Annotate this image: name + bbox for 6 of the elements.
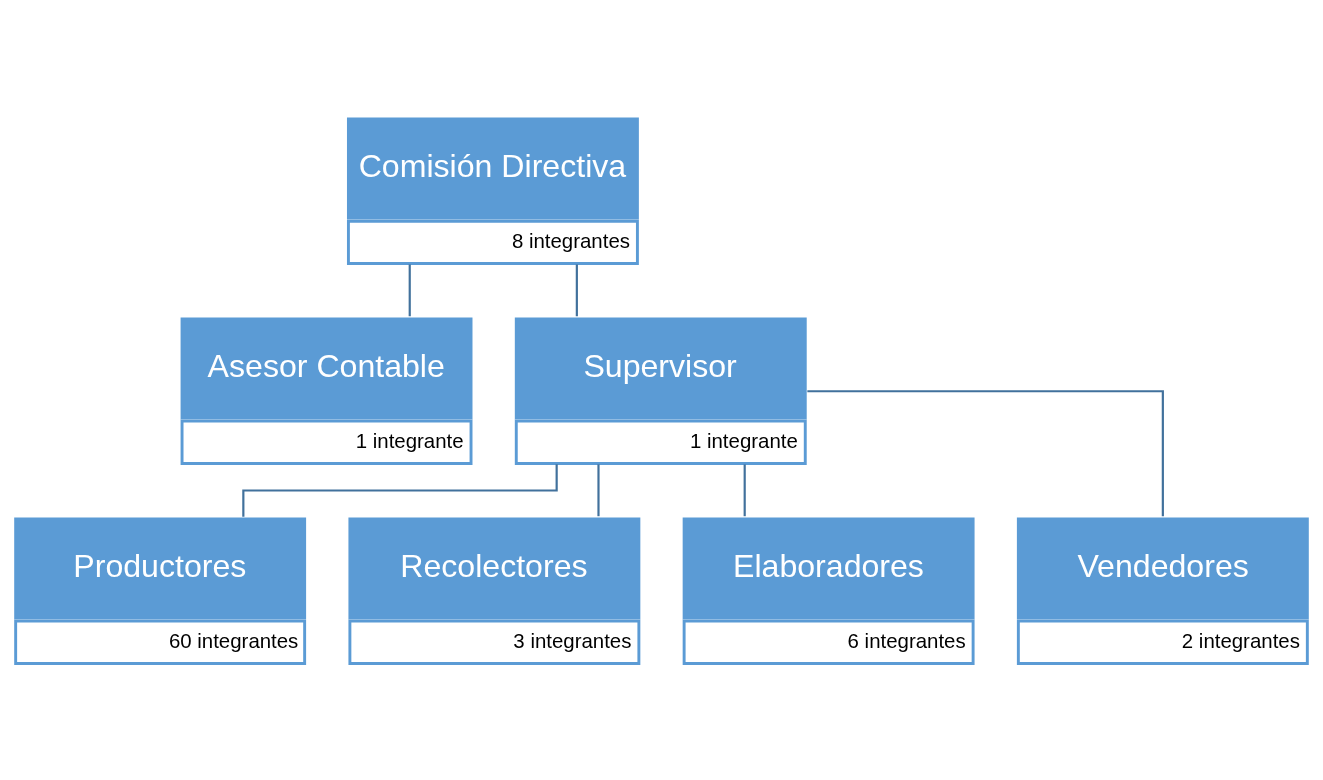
connector bbox=[242, 463, 558, 517]
connector bbox=[408, 263, 411, 316]
connector bbox=[597, 463, 600, 516]
connector bbox=[807, 389, 1164, 516]
connector bbox=[575, 263, 578, 316]
connector bbox=[743, 463, 746, 516]
